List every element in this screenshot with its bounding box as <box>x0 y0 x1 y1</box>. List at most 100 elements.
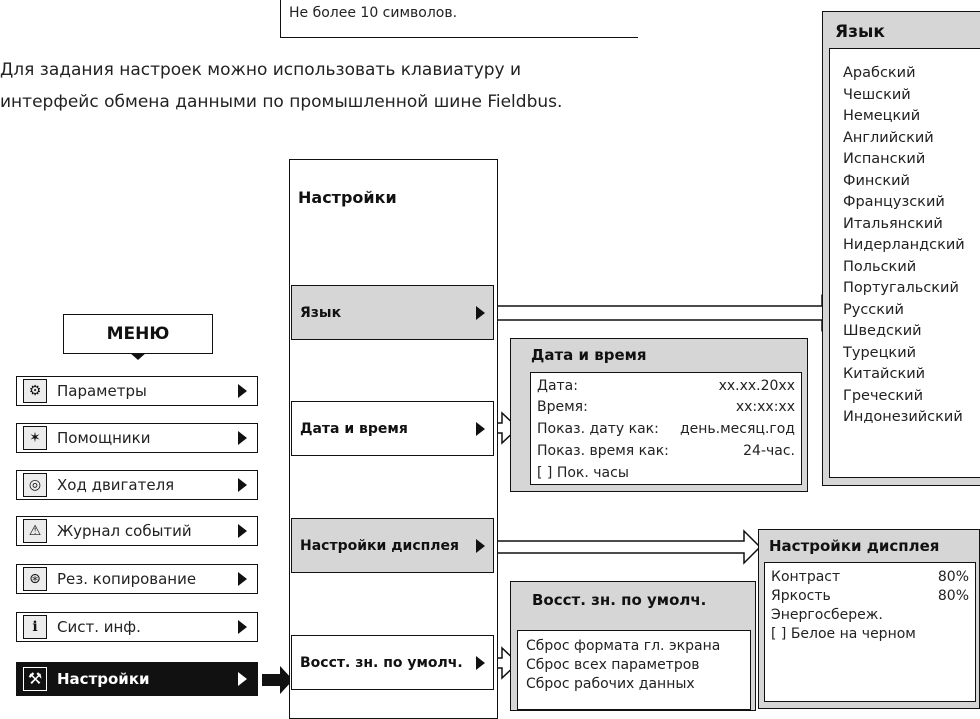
menu-item-label: Параметры <box>57 382 147 400</box>
chevron-right-icon <box>238 524 247 538</box>
reset-operating-data-option[interactable]: Сброс рабочих данных <box>526 676 695 692</box>
menu-item-label: Ход двигателя <box>57 476 175 494</box>
chevron-right-icon <box>476 538 485 553</box>
contrast-value: 80% <box>937 569 969 585</box>
language-option[interactable]: Французский <box>843 194 945 210</box>
parameters-icon: ⚙ <box>23 379 47 403</box>
backup-icon: ⊛ <box>23 567 47 591</box>
time-format-value: 24-час. <box>743 443 795 459</box>
language-option[interactable]: Нидерландский <box>843 237 965 253</box>
reset-all-params-option[interactable]: Сброс всех параметров <box>526 657 700 673</box>
settings-title: Настройки <box>298 188 397 207</box>
chevron-right-icon <box>476 421 485 436</box>
brightness-label: Яркость <box>771 588 831 604</box>
display-panel-title: Настройки дисплея <box>769 537 940 555</box>
menu-item-label: Рез. копирование <box>57 570 197 588</box>
settings-datetime-button[interactable]: Дата и время <box>291 401 494 456</box>
display-body: Контраст 80% Яркость 80% Энергосбереж. [ ]… <box>764 562 976 702</box>
language-arrow <box>495 294 840 332</box>
chevron-right-icon <box>238 431 247 445</box>
datetime-row-date: Дата: xx.xx.20xx <box>537 378 795 394</box>
date-label: Дата: <box>537 378 578 394</box>
intro-paragraph-line1: Для задания настроек можно использовать … <box>0 60 522 80</box>
chevron-right-icon <box>238 672 247 686</box>
language-option[interactable]: Турецкий <box>843 344 917 361</box>
show-clock-checkbox[interactable]: [ ] Пок. часы <box>537 465 629 481</box>
language-option[interactable]: Итальянский <box>843 215 943 232</box>
settings-display-button[interactable]: Настройки дисплея <box>291 518 494 573</box>
display-row-contrast: Контраст 80% <box>771 569 969 585</box>
language-panel-title: Язык <box>835 22 885 42</box>
language-option[interactable]: Английский <box>843 129 934 146</box>
menu-title-box: МЕНЮ <box>63 314 213 354</box>
language-option[interactable]: Китайский <box>843 366 926 382</box>
menu-item-label: Сист. инф. <box>57 618 141 636</box>
datetime-panel-title: Дата и время <box>531 346 647 364</box>
menu-item-label: Журнал событий <box>57 522 192 540</box>
intro-paragraph-line2: интерфейс обмена данными по промышленной… <box>0 92 563 112</box>
menu-item-label: Помощники <box>57 429 151 447</box>
menu-to-settings-arrow <box>262 666 293 694</box>
menu-item-label: Настройки <box>57 670 150 688</box>
assistant-wand-icon: ✶ <box>23 426 47 450</box>
time-value: xx:xx:xx <box>735 399 795 415</box>
language-option[interactable]: Русский <box>843 301 904 318</box>
event-log-warning-icon: ⚠ <box>23 519 47 543</box>
menu-item-motor-run[interactable]: ◎ Ход двигателя <box>16 470 258 500</box>
settings-restore-button[interactable]: Восст. зн. по умолч. <box>291 635 494 690</box>
motor-run-icon: ◎ <box>23 473 47 497</box>
time-label: Время: <box>537 399 588 415</box>
menu-item-system-info[interactable]: i Сист. инф. <box>16 612 258 642</box>
date-format-label: Показ. дату как: <box>537 421 659 437</box>
display-arrow <box>495 529 762 565</box>
energy-saving-option[interactable]: Энергосбереж. <box>771 607 883 623</box>
menu-item-parameters[interactable]: ⚙ Параметры <box>16 376 258 406</box>
datetime-row-date-format: Показ. дату как: день.месяц.год <box>537 421 795 437</box>
restore-panel-outer: Восст. зн. по умолч. Сброс формата гл. э… <box>510 581 756 711</box>
language-option[interactable]: Арабский <box>843 65 916 81</box>
chevron-right-icon <box>238 384 247 398</box>
language-option[interactable]: Немецкий <box>843 108 921 124</box>
settings-restore-label: Восст. зн. по умолч. <box>300 654 463 671</box>
language-option[interactable]: Португальский <box>843 280 959 296</box>
restore-body: Сброс формата гл. экрана Сброс всех пара… <box>517 630 751 710</box>
chevron-right-icon <box>238 620 247 634</box>
menu-item-settings[interactable]: ⚒ Настройки <box>16 662 258 696</box>
settings-display-label: Настройки дисплея <box>300 537 460 554</box>
table-note-line: Не более 10 символов. <box>289 5 458 21</box>
time-format-label: Показ. время как: <box>537 443 669 459</box>
menu-title: МЕНЮ <box>106 324 170 344</box>
language-option[interactable]: Индонезийский <box>843 409 963 425</box>
language-option[interactable]: Испанский <box>843 151 926 167</box>
date-value: xx.xx.20xx <box>718 378 795 394</box>
datetime-row-time-format: Показ. время как: 24-час. <box>537 443 795 459</box>
brightness-value: 80% <box>937 588 969 604</box>
date-format-value: день.месяц.год <box>679 421 795 437</box>
datetime-row-time: Время: xx:xx:xx <box>537 399 795 415</box>
display-panel-outer: Настройки дисплея Контраст 80% Яркость 80%… <box>758 529 980 709</box>
language-option[interactable]: Шведский <box>843 323 922 339</box>
restore-panel-title: Восст. зн. по умолч. <box>532 591 707 609</box>
chevron-right-icon <box>476 305 485 320</box>
contrast-label: Контраст <box>771 569 841 585</box>
chevron-right-icon <box>238 478 247 492</box>
menu-item-event-log[interactable]: ⚠ Журнал событий <box>16 516 258 546</box>
menu-item-backup[interactable]: ⊛ Рез. копирование <box>16 564 258 594</box>
settings-datetime-label: Дата и время <box>300 420 408 437</box>
display-row-brightness: Яркость 80% <box>771 588 969 604</box>
language-option[interactable]: Польский <box>843 258 917 275</box>
reset-home-format-option[interactable]: Сброс формата гл. экрана <box>526 638 721 654</box>
language-option[interactable]: Греческий <box>843 387 924 404</box>
datetime-body: Дата: xx.xx.20xx Время: xx:xx:xx Показ. да… <box>530 372 802 485</box>
language-option[interactable]: Чешский <box>843 86 911 103</box>
language-option[interactable]: Финский <box>843 172 910 189</box>
white-on-black-checkbox[interactable]: [ ] Белое на черном <box>771 626 916 642</box>
menu-item-assistants[interactable]: ✶ Помощники <box>16 423 258 453</box>
chevron-right-icon <box>238 572 247 586</box>
settings-language-button[interactable]: Язык <box>291 285 494 340</box>
settings-language-label: Язык <box>300 304 342 321</box>
chevron-right-icon <box>476 655 485 670</box>
